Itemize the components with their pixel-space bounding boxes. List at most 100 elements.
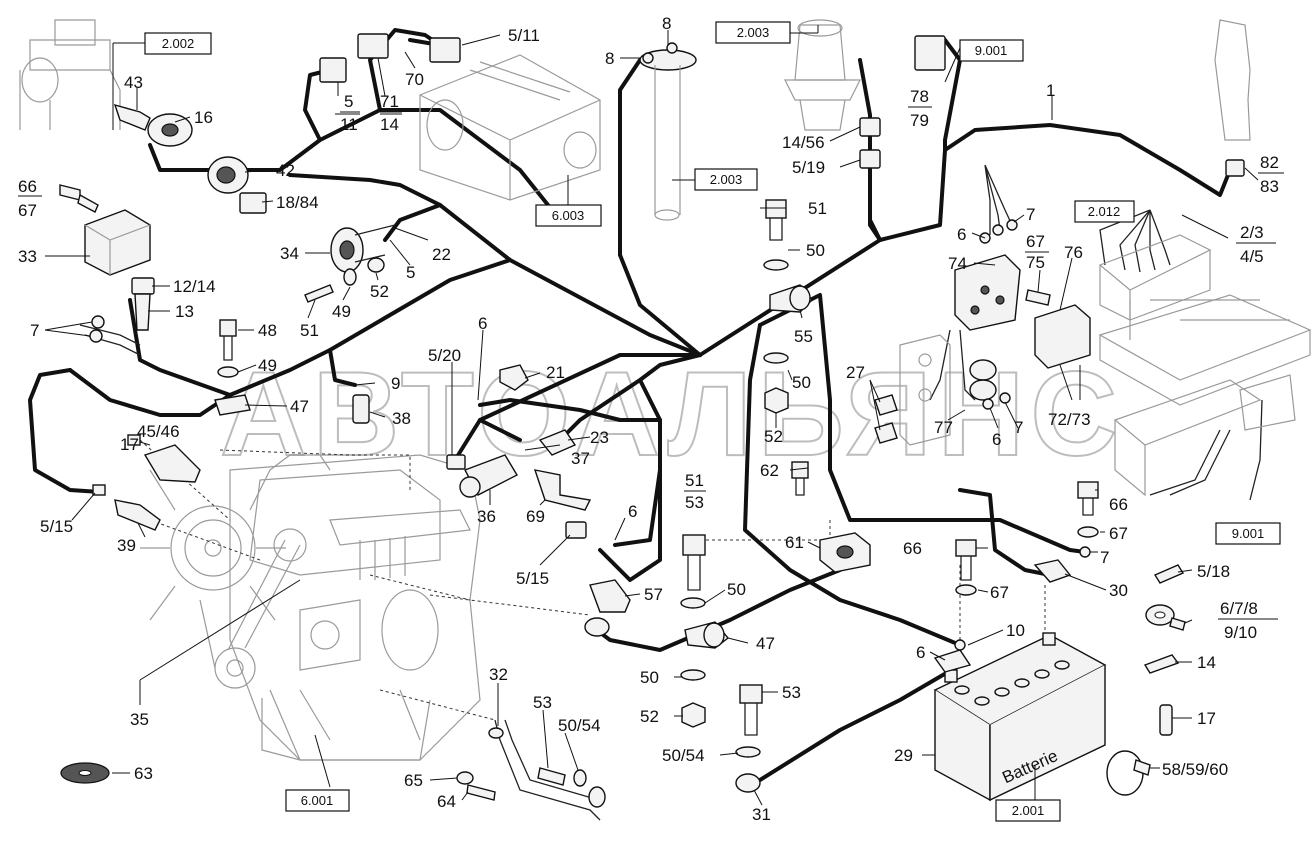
bolt-51-53-part bbox=[682, 534, 706, 591]
bracket-32-part bbox=[488, 719, 606, 821]
callout-50-col: 50 bbox=[727, 580, 746, 599]
callout-5-11: 5/11 bbox=[508, 26, 540, 45]
callout-55: 55 bbox=[794, 327, 813, 346]
callout-67-right-lower: 67 bbox=[1109, 524, 1128, 543]
battery-clamp-30-part bbox=[1033, 559, 1072, 583]
callout-17-left: 17 bbox=[120, 435, 139, 454]
module-76-part bbox=[1034, 304, 1091, 369]
callout-45-46: 45/46 bbox=[137, 422, 180, 441]
callout-7-valve: 7 bbox=[1014, 418, 1023, 437]
ring-terminals-6-7-right-part bbox=[979, 219, 1018, 410]
flat-terminal-14-part bbox=[1143, 654, 1180, 674]
callout-11: 11 bbox=[340, 115, 358, 134]
clip-55-part bbox=[769, 284, 813, 313]
terminal-5-18-part bbox=[1153, 564, 1185, 584]
callout-5-15-mid: 5/15 bbox=[516, 569, 549, 588]
callout-67-battery: 67 bbox=[990, 583, 1009, 602]
nut-52-middle-part bbox=[764, 387, 789, 414]
callout-32: 32 bbox=[489, 665, 508, 684]
callout-52-mid: 52 bbox=[764, 427, 783, 446]
reference-box-6001: 6.001 bbox=[285, 789, 350, 812]
washer-65-part bbox=[456, 771, 474, 785]
battery-29-part bbox=[933, 632, 1107, 802]
callout-14-right: 14 bbox=[1197, 653, 1216, 672]
callout-64: 64 bbox=[437, 792, 456, 811]
callout-75: 75 bbox=[1026, 253, 1045, 272]
engine-drawing bbox=[140, 454, 481, 761]
callout-53-left: 53 bbox=[533, 693, 552, 712]
callout-22: 22 bbox=[432, 245, 451, 264]
callout-5-19: 5/19 bbox=[792, 158, 825, 177]
connector-18-84-part bbox=[239, 192, 267, 214]
leader-lines bbox=[44, 25, 1259, 806]
callout-36: 36 bbox=[477, 507, 496, 526]
washer-63-part bbox=[60, 762, 110, 784]
relay-33-part bbox=[84, 209, 151, 276]
callout-57: 57 bbox=[644, 585, 663, 604]
sensor-43-part bbox=[113, 103, 193, 147]
callout-4-5: 4/5 bbox=[1240, 247, 1264, 266]
callout-14-top: 14 bbox=[380, 115, 399, 134]
callout-14-56: 14/56 bbox=[782, 133, 825, 152]
callout-30: 30 bbox=[1109, 581, 1128, 600]
callout-9: 9 bbox=[391, 374, 400, 393]
connector-5-11-right-part bbox=[429, 37, 461, 63]
callout-39: 39 bbox=[117, 536, 136, 555]
clamp-61-part bbox=[819, 532, 871, 573]
callout-77: 77 bbox=[934, 418, 953, 437]
callout-33: 33 bbox=[18, 247, 37, 266]
callout-6-right: 6 bbox=[957, 225, 966, 244]
callout-76: 76 bbox=[1064, 243, 1083, 262]
callout-21: 21 bbox=[546, 363, 565, 382]
bolt-48-part bbox=[217, 319, 239, 378]
svg-text:2.001: 2.001 bbox=[1012, 803, 1045, 818]
callout-29: 29 bbox=[894, 746, 913, 765]
callout-58-59-60: 58/59/60 bbox=[1162, 760, 1228, 779]
dashed-leaders bbox=[139, 439, 1046, 721]
callout-47-right: 47 bbox=[756, 634, 775, 653]
callout-38: 38 bbox=[392, 409, 411, 428]
callout-13: 13 bbox=[175, 302, 194, 321]
callout-50-col-lower: 50 bbox=[640, 668, 659, 687]
reference-box-6003: 6.003 bbox=[535, 204, 602, 227]
washer-50-54-left-part bbox=[573, 769, 587, 787]
callout-5-20: 5/20 bbox=[428, 346, 461, 365]
callout-6-valve: 6 bbox=[992, 430, 1001, 449]
reference-box-2002: 2.002 bbox=[144, 32, 212, 55]
terminal-17-right-part bbox=[1159, 704, 1173, 736]
callout-6-battery: 6 bbox=[916, 643, 925, 662]
callout-53-right: 53 bbox=[782, 683, 801, 702]
lever-82-83-part bbox=[1214, 19, 1251, 177]
callout-7-left: 7 bbox=[30, 321, 39, 340]
connector-5-20-part bbox=[446, 454, 466, 470]
callout-6-lower: 6 bbox=[628, 502, 637, 521]
callout-16: 16 bbox=[194, 108, 213, 127]
connector-23-37-part bbox=[538, 429, 577, 456]
horn-34-part bbox=[330, 224, 396, 273]
svg-text:2.012: 2.012 bbox=[1088, 204, 1121, 219]
callout-5-horn: 5 bbox=[406, 263, 415, 282]
callout-10: 10 bbox=[1006, 621, 1025, 640]
washer-50-lower-part bbox=[763, 352, 789, 364]
connector-5-15-right-part bbox=[565, 521, 587, 539]
battery-clamp-6-part bbox=[933, 649, 972, 673]
callout-50-mid: 50 bbox=[806, 241, 825, 260]
callout-23: 23 bbox=[590, 428, 609, 447]
callout-27: 27 bbox=[846, 363, 865, 382]
callout-82: 82 bbox=[1260, 153, 1279, 172]
relay-block-74-part bbox=[954, 254, 1021, 331]
svg-text:9.001: 9.001 bbox=[975, 43, 1008, 58]
reference-box-9001-top: 9.001 bbox=[959, 39, 1024, 62]
callout-49-horn: 49 bbox=[332, 302, 351, 321]
washer-50-d-part bbox=[680, 669, 706, 681]
callout-74: 74 bbox=[948, 254, 967, 273]
sensor-39-part bbox=[114, 499, 161, 531]
callout-49-left: 49 bbox=[258, 356, 277, 375]
callout-34: 34 bbox=[280, 244, 299, 263]
actuator-36-part bbox=[459, 454, 518, 498]
svg-text:2.003: 2.003 bbox=[710, 172, 743, 187]
bolt-66-battery-part bbox=[955, 539, 977, 596]
bracket-21-part bbox=[499, 364, 529, 391]
callout-70: 70 bbox=[405, 70, 424, 89]
